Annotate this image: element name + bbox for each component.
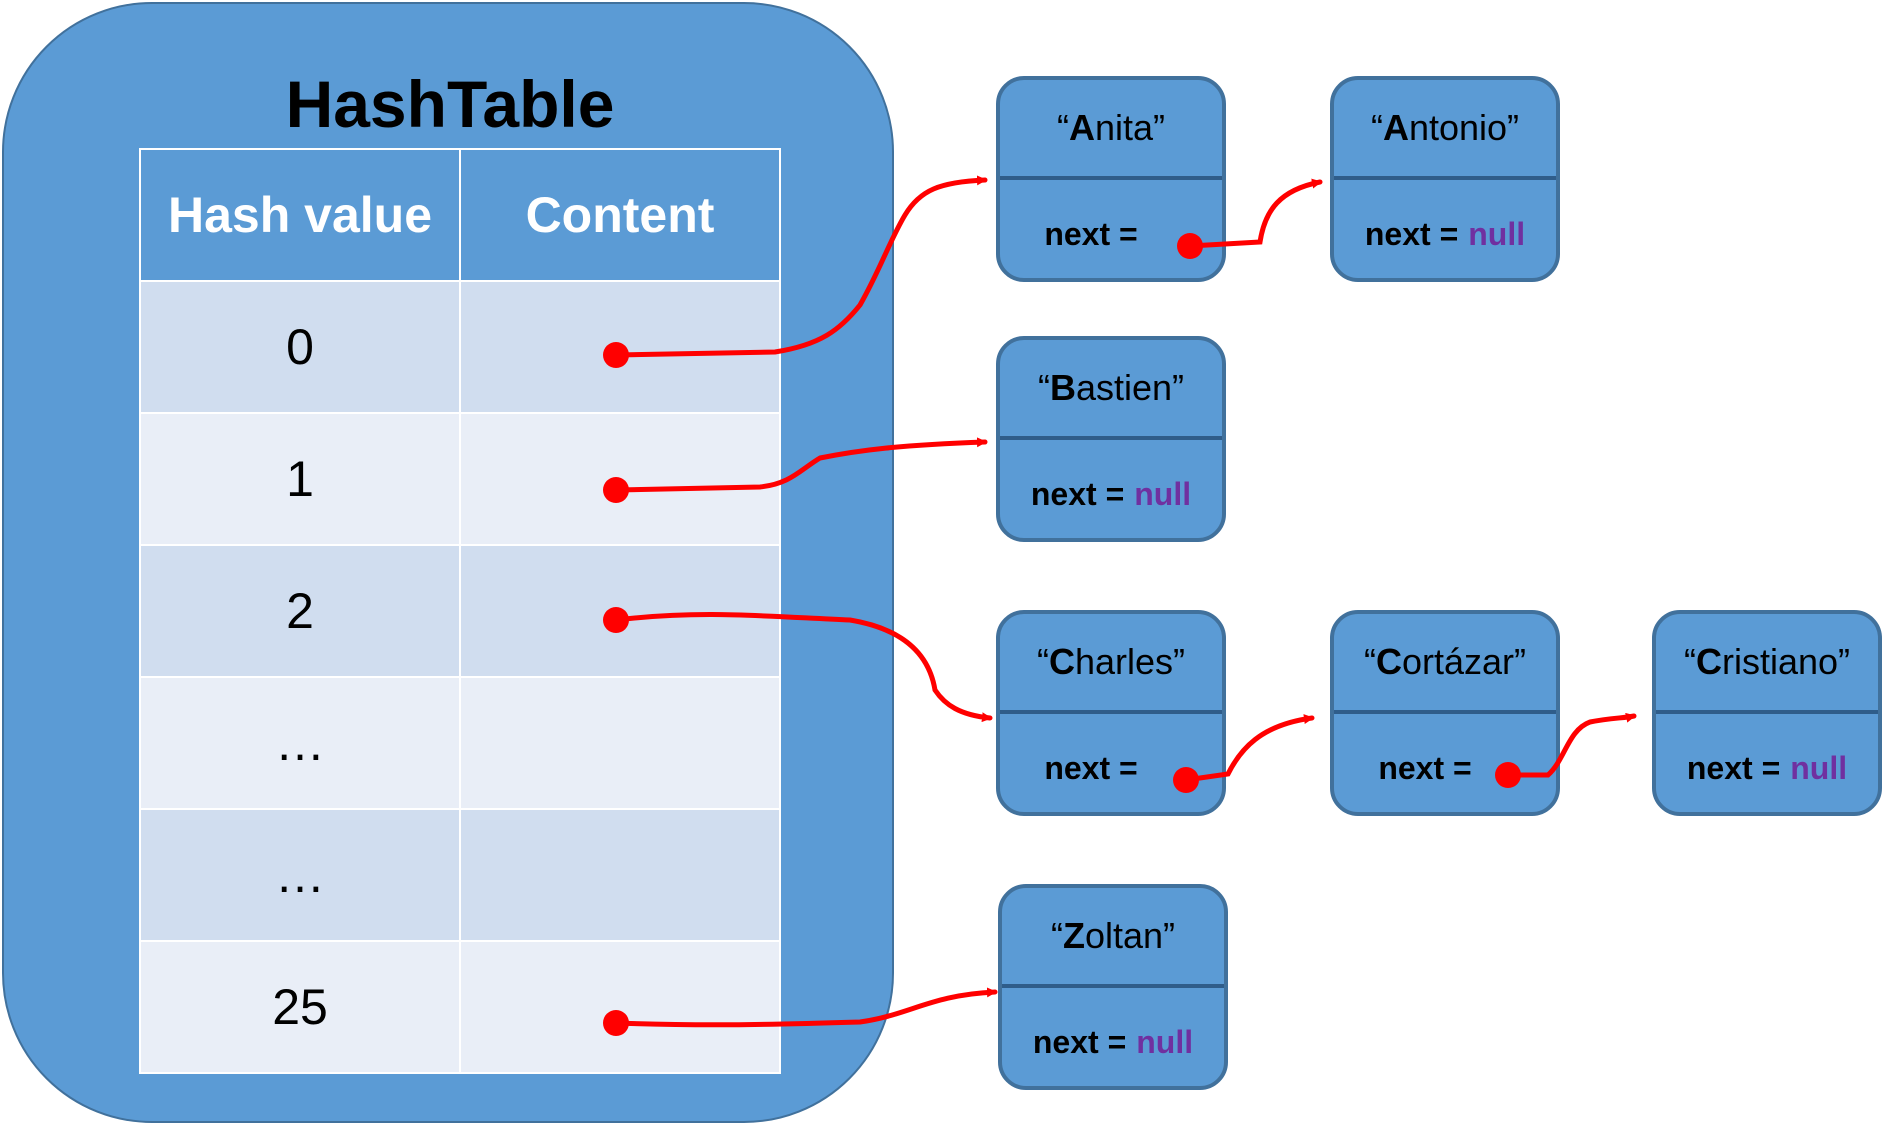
content-cell: [459, 940, 781, 1074]
table-header-row: Hash value Content: [139, 148, 781, 282]
hash-value-cell: 2: [139, 544, 461, 678]
content-cell: [459, 412, 781, 546]
hashtable-title: HashTable: [285, 67, 615, 141]
hash-value-cell: …: [139, 808, 461, 942]
hash-value-cell: 0: [139, 280, 461, 414]
node-next: next =null: [1686, 749, 1848, 786]
node-next: next =null: [1032, 1023, 1194, 1060]
null-value: null: [1136, 1023, 1194, 1060]
node-next: next =: [1044, 215, 1138, 252]
hash-table: Hash value Content 0 1 2 … … 25: [139, 148, 781, 1074]
content-cell: [459, 808, 781, 942]
null-value: null: [1790, 749, 1848, 786]
node-next: next =null: [1364, 215, 1526, 252]
content-cell: [459, 676, 781, 810]
table-row: …: [139, 808, 781, 942]
table-row: 0: [139, 280, 781, 414]
hash-value-cell: 25: [139, 940, 461, 1074]
table-row: 25: [139, 940, 781, 1074]
table-row: 1: [139, 412, 781, 546]
hash-value-cell: …: [139, 676, 461, 810]
node-next: next =: [1378, 749, 1472, 786]
content-header: Content: [459, 148, 781, 282]
null-value: null: [1134, 475, 1192, 512]
node-next: next =: [1044, 749, 1138, 786]
table-row: 2: [139, 544, 781, 678]
content-cell: [459, 544, 781, 678]
node-next: next =null: [1030, 475, 1192, 512]
null-value: null: [1468, 215, 1526, 252]
content-cell: [459, 280, 781, 414]
table-row: …: [139, 676, 781, 810]
hash-value-header: Hash value: [139, 148, 461, 282]
hash-value-cell: 1: [139, 412, 461, 546]
